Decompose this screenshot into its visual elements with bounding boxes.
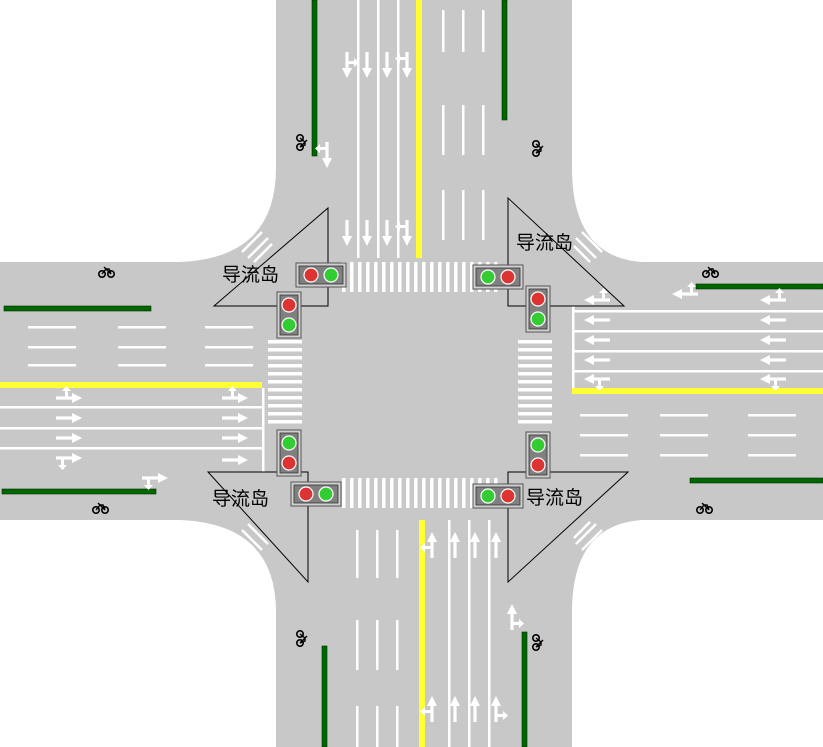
crosswalk-stripe	[268, 356, 302, 360]
crosswalk-stripe	[358, 262, 362, 292]
crosswalk-stripe	[414, 262, 418, 292]
crosswalk-stripe	[430, 478, 434, 508]
crosswalk-stripe	[518, 340, 552, 344]
crosswalk-stripe	[446, 478, 450, 508]
island-labels: 导流岛 导流岛 导流岛 导流岛	[212, 232, 583, 510]
island-label-se: 导流岛	[526, 487, 583, 509]
crosswalk-stripe	[350, 478, 354, 508]
crosswalk-stripe	[268, 372, 302, 376]
island-label-ne: 导流岛	[516, 232, 573, 254]
traffic-signal-icon	[295, 262, 347, 288]
traffic-signal-icon	[472, 483, 524, 509]
island-label-nw: 导流岛	[222, 264, 279, 286]
crosswalk-stripe	[268, 340, 302, 344]
crosswalk-stripe	[374, 262, 378, 292]
island-se	[507, 471, 630, 584]
crosswalk-stripe	[350, 262, 354, 292]
crosswalk-stripe	[518, 380, 552, 384]
crosswalk-stripe	[422, 262, 426, 292]
crosswalk-stripe	[518, 348, 552, 352]
crosswalk-stripe	[406, 262, 410, 292]
traffic-signal-icon	[276, 429, 302, 477]
crosswalk-stripe	[518, 364, 552, 368]
crosswalk-stripe	[518, 372, 552, 376]
crosswalk-stripe	[358, 478, 362, 508]
crosswalk-stripe	[438, 478, 442, 508]
island-label-sw: 导流岛	[212, 488, 269, 510]
crosswalk-stripe	[398, 478, 402, 508]
crosswalk-stripe	[374, 478, 378, 508]
traffic-signals	[276, 262, 551, 509]
traffic-signal-icon	[472, 264, 524, 290]
crosswalk-stripe	[518, 356, 552, 360]
nw-corner	[180, 168, 276, 262]
crosswalk-stripe	[366, 478, 370, 508]
crosswalk-stripe	[268, 364, 302, 368]
crosswalk-stripe	[268, 404, 302, 408]
traffic-signal-icon	[276, 291, 302, 339]
crosswalk-stripe	[462, 262, 466, 292]
crosswalk-stripe	[518, 420, 552, 424]
crosswalk-stripe	[398, 262, 402, 292]
crosswalk-stripe	[470, 478, 474, 508]
crosswalk-stripe	[518, 412, 552, 416]
crosswalk-stripe	[268, 396, 302, 400]
crosswalk-stripe	[446, 262, 450, 292]
corner-hatching	[229, 219, 615, 563]
crosswalk-stripe	[406, 478, 410, 508]
crosswalk-stripe	[268, 388, 302, 392]
crosswalk-stripe	[268, 420, 302, 424]
crosswalk-stripe	[454, 262, 458, 292]
crosswalk-stripe	[430, 262, 434, 292]
crosswalk-stripe	[518, 404, 552, 408]
crosswalk-stripe	[268, 348, 302, 352]
crosswalk-stripe	[382, 262, 386, 292]
crosswalk-stripe	[422, 478, 426, 508]
sw-corner	[180, 520, 276, 612]
traffic-signal-icon	[290, 481, 342, 507]
island-ne	[507, 196, 626, 307]
crosswalk-stripe	[470, 262, 474, 292]
traffic-signal-icon	[525, 285, 551, 333]
crosswalk-stripe	[268, 380, 302, 384]
ne-corner	[572, 168, 643, 262]
crosswalk-stripe	[366, 262, 370, 292]
crosswalk-stripe	[518, 388, 552, 392]
crosswalk-stripe	[518, 396, 552, 400]
crosswalk-stripe	[454, 478, 458, 508]
se-corner	[572, 520, 643, 612]
crosswalks	[268, 262, 552, 508]
crosswalk-stripe	[414, 478, 418, 508]
channelizing-islands	[206, 196, 630, 584]
crosswalk-stripe	[438, 262, 442, 292]
crosswalk-stripe	[268, 412, 302, 416]
crosswalk-stripe	[342, 478, 346, 508]
traffic-signal-icon	[525, 431, 551, 479]
crosswalk-stripe	[382, 478, 386, 508]
crosswalk-stripe	[390, 262, 394, 292]
crosswalk-stripe	[462, 478, 466, 508]
crosswalk-stripe	[390, 478, 394, 508]
island-sw	[206, 471, 309, 584]
